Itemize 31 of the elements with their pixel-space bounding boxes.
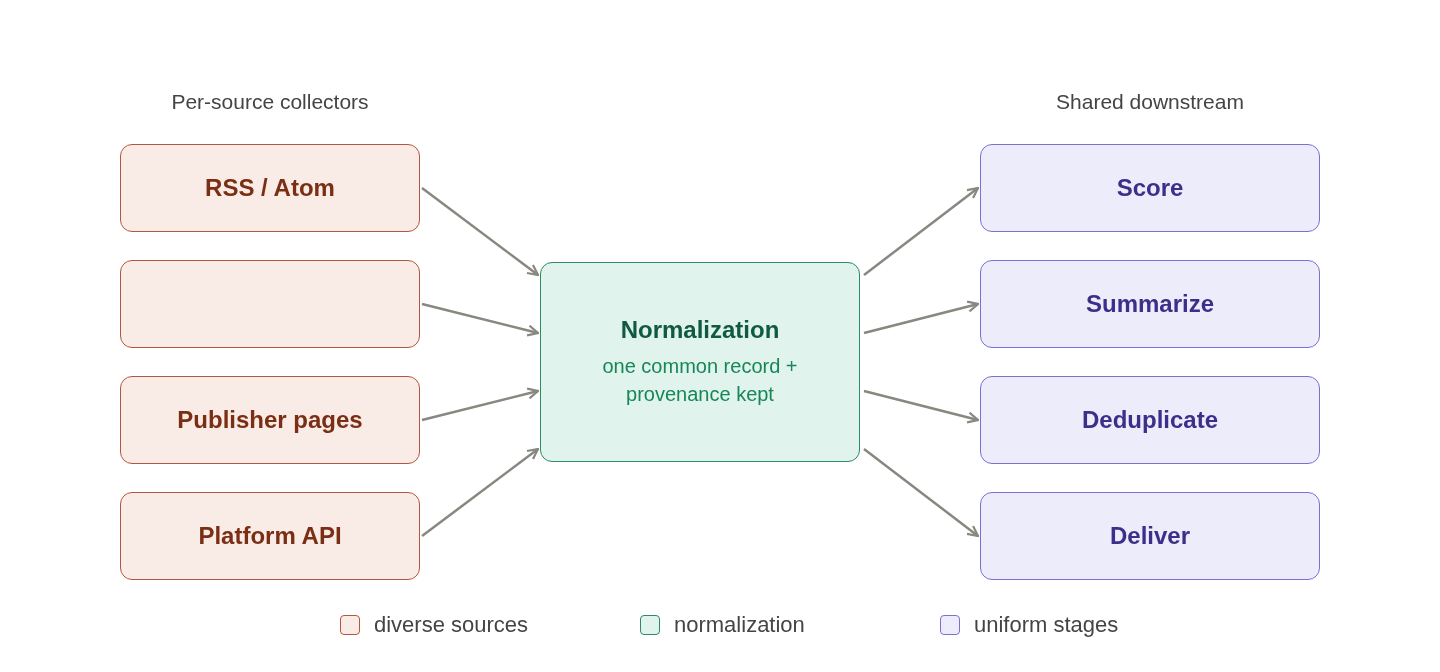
node-title: Summarize bbox=[1085, 290, 1215, 318]
legend-label: uniform stages bbox=[974, 612, 1119, 638]
column-heading: Shared downstream bbox=[1056, 90, 1244, 114]
arrow bbox=[421, 187, 540, 277]
node-title: Deliver bbox=[1109, 522, 1191, 550]
node-title: Platform API bbox=[198, 522, 342, 550]
process-box bbox=[120, 376, 420, 464]
node-title: Publisher pages bbox=[177, 406, 363, 434]
normalization-box bbox=[540, 262, 860, 462]
process-box bbox=[980, 376, 1320, 464]
column-heading: Per-source collectors bbox=[171, 90, 369, 114]
node-description: one common record + provenance kept bbox=[601, 354, 799, 407]
node-title: Deduplicate bbox=[1082, 406, 1218, 434]
node-title: Score bbox=[1116, 174, 1184, 202]
arrow bbox=[421, 387, 540, 422]
arrow bbox=[863, 389, 980, 424]
arrow bbox=[421, 447, 540, 537]
arrow bbox=[421, 302, 540, 337]
process-box bbox=[120, 492, 420, 580]
node-title: RSS / Atom bbox=[205, 174, 335, 202]
process-box bbox=[980, 492, 1320, 580]
process-box bbox=[980, 144, 1320, 232]
process-box bbox=[120, 260, 420, 348]
process-box bbox=[120, 144, 420, 232]
arrow bbox=[863, 186, 980, 276]
legend-label: normalization bbox=[674, 612, 805, 638]
node-title: Normalization bbox=[620, 316, 780, 344]
legend-label: diverse sources bbox=[374, 612, 529, 638]
arrow bbox=[863, 448, 980, 538]
arrow bbox=[863, 300, 980, 335]
process-box bbox=[980, 260, 1320, 348]
